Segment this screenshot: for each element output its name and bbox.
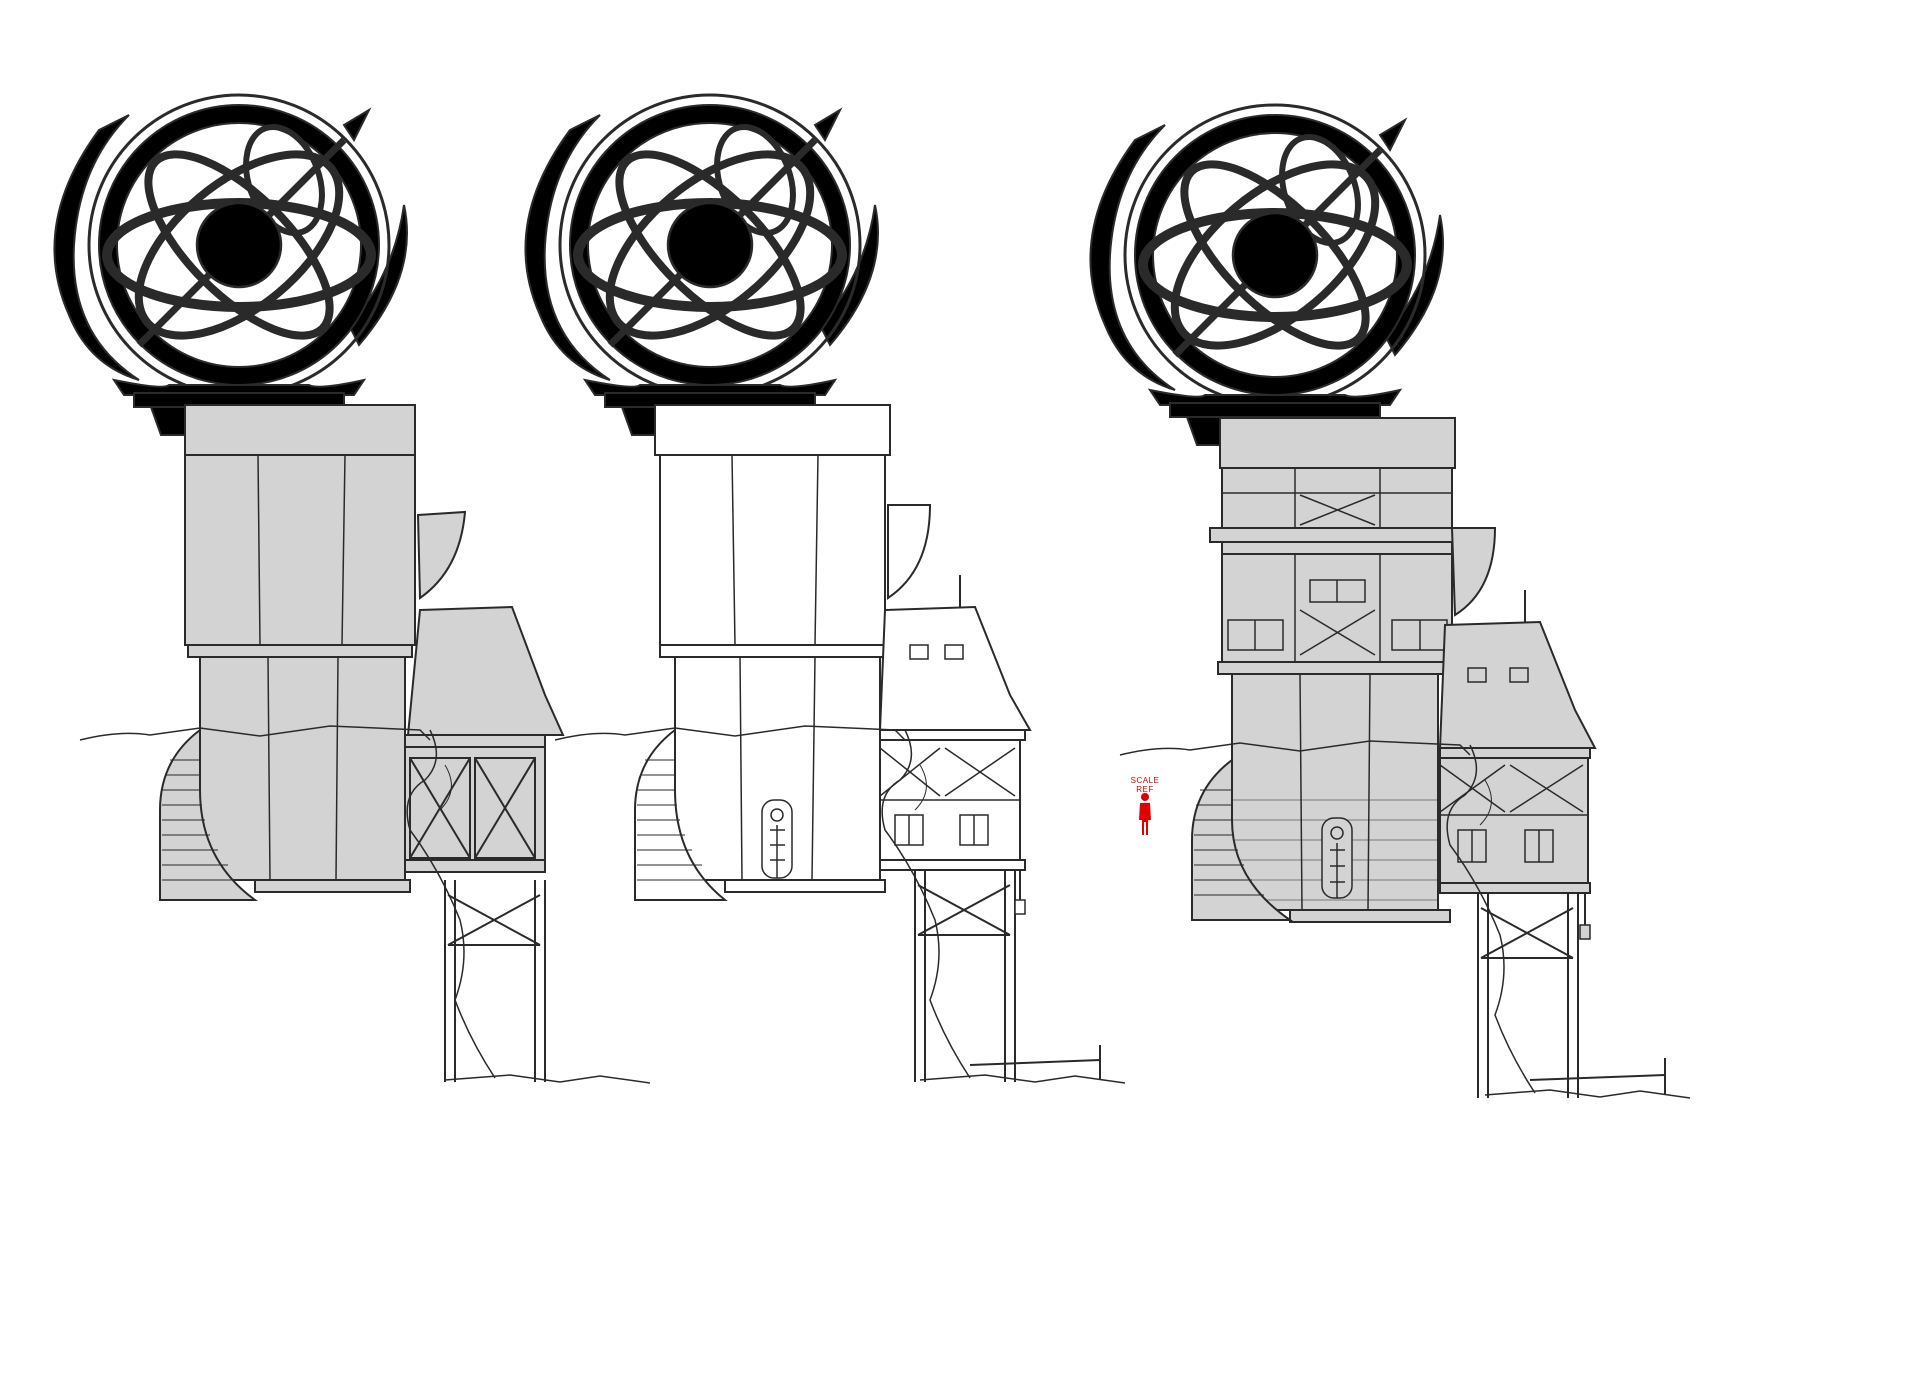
tower-variant-detailed [1090, 105, 1691, 1099]
scale-reference-label: SCALE REF [1130, 776, 1160, 794]
tower-variant-white [525, 95, 1126, 1084]
scale-reference: SCALE REF [1125, 776, 1165, 836]
human-figure-icon [1139, 793, 1151, 835]
tower-variant-gray [54, 95, 651, 1084]
armillary-sphere [1090, 105, 1443, 445]
armillary-sphere [525, 95, 878, 435]
armillary-sphere [54, 95, 407, 435]
